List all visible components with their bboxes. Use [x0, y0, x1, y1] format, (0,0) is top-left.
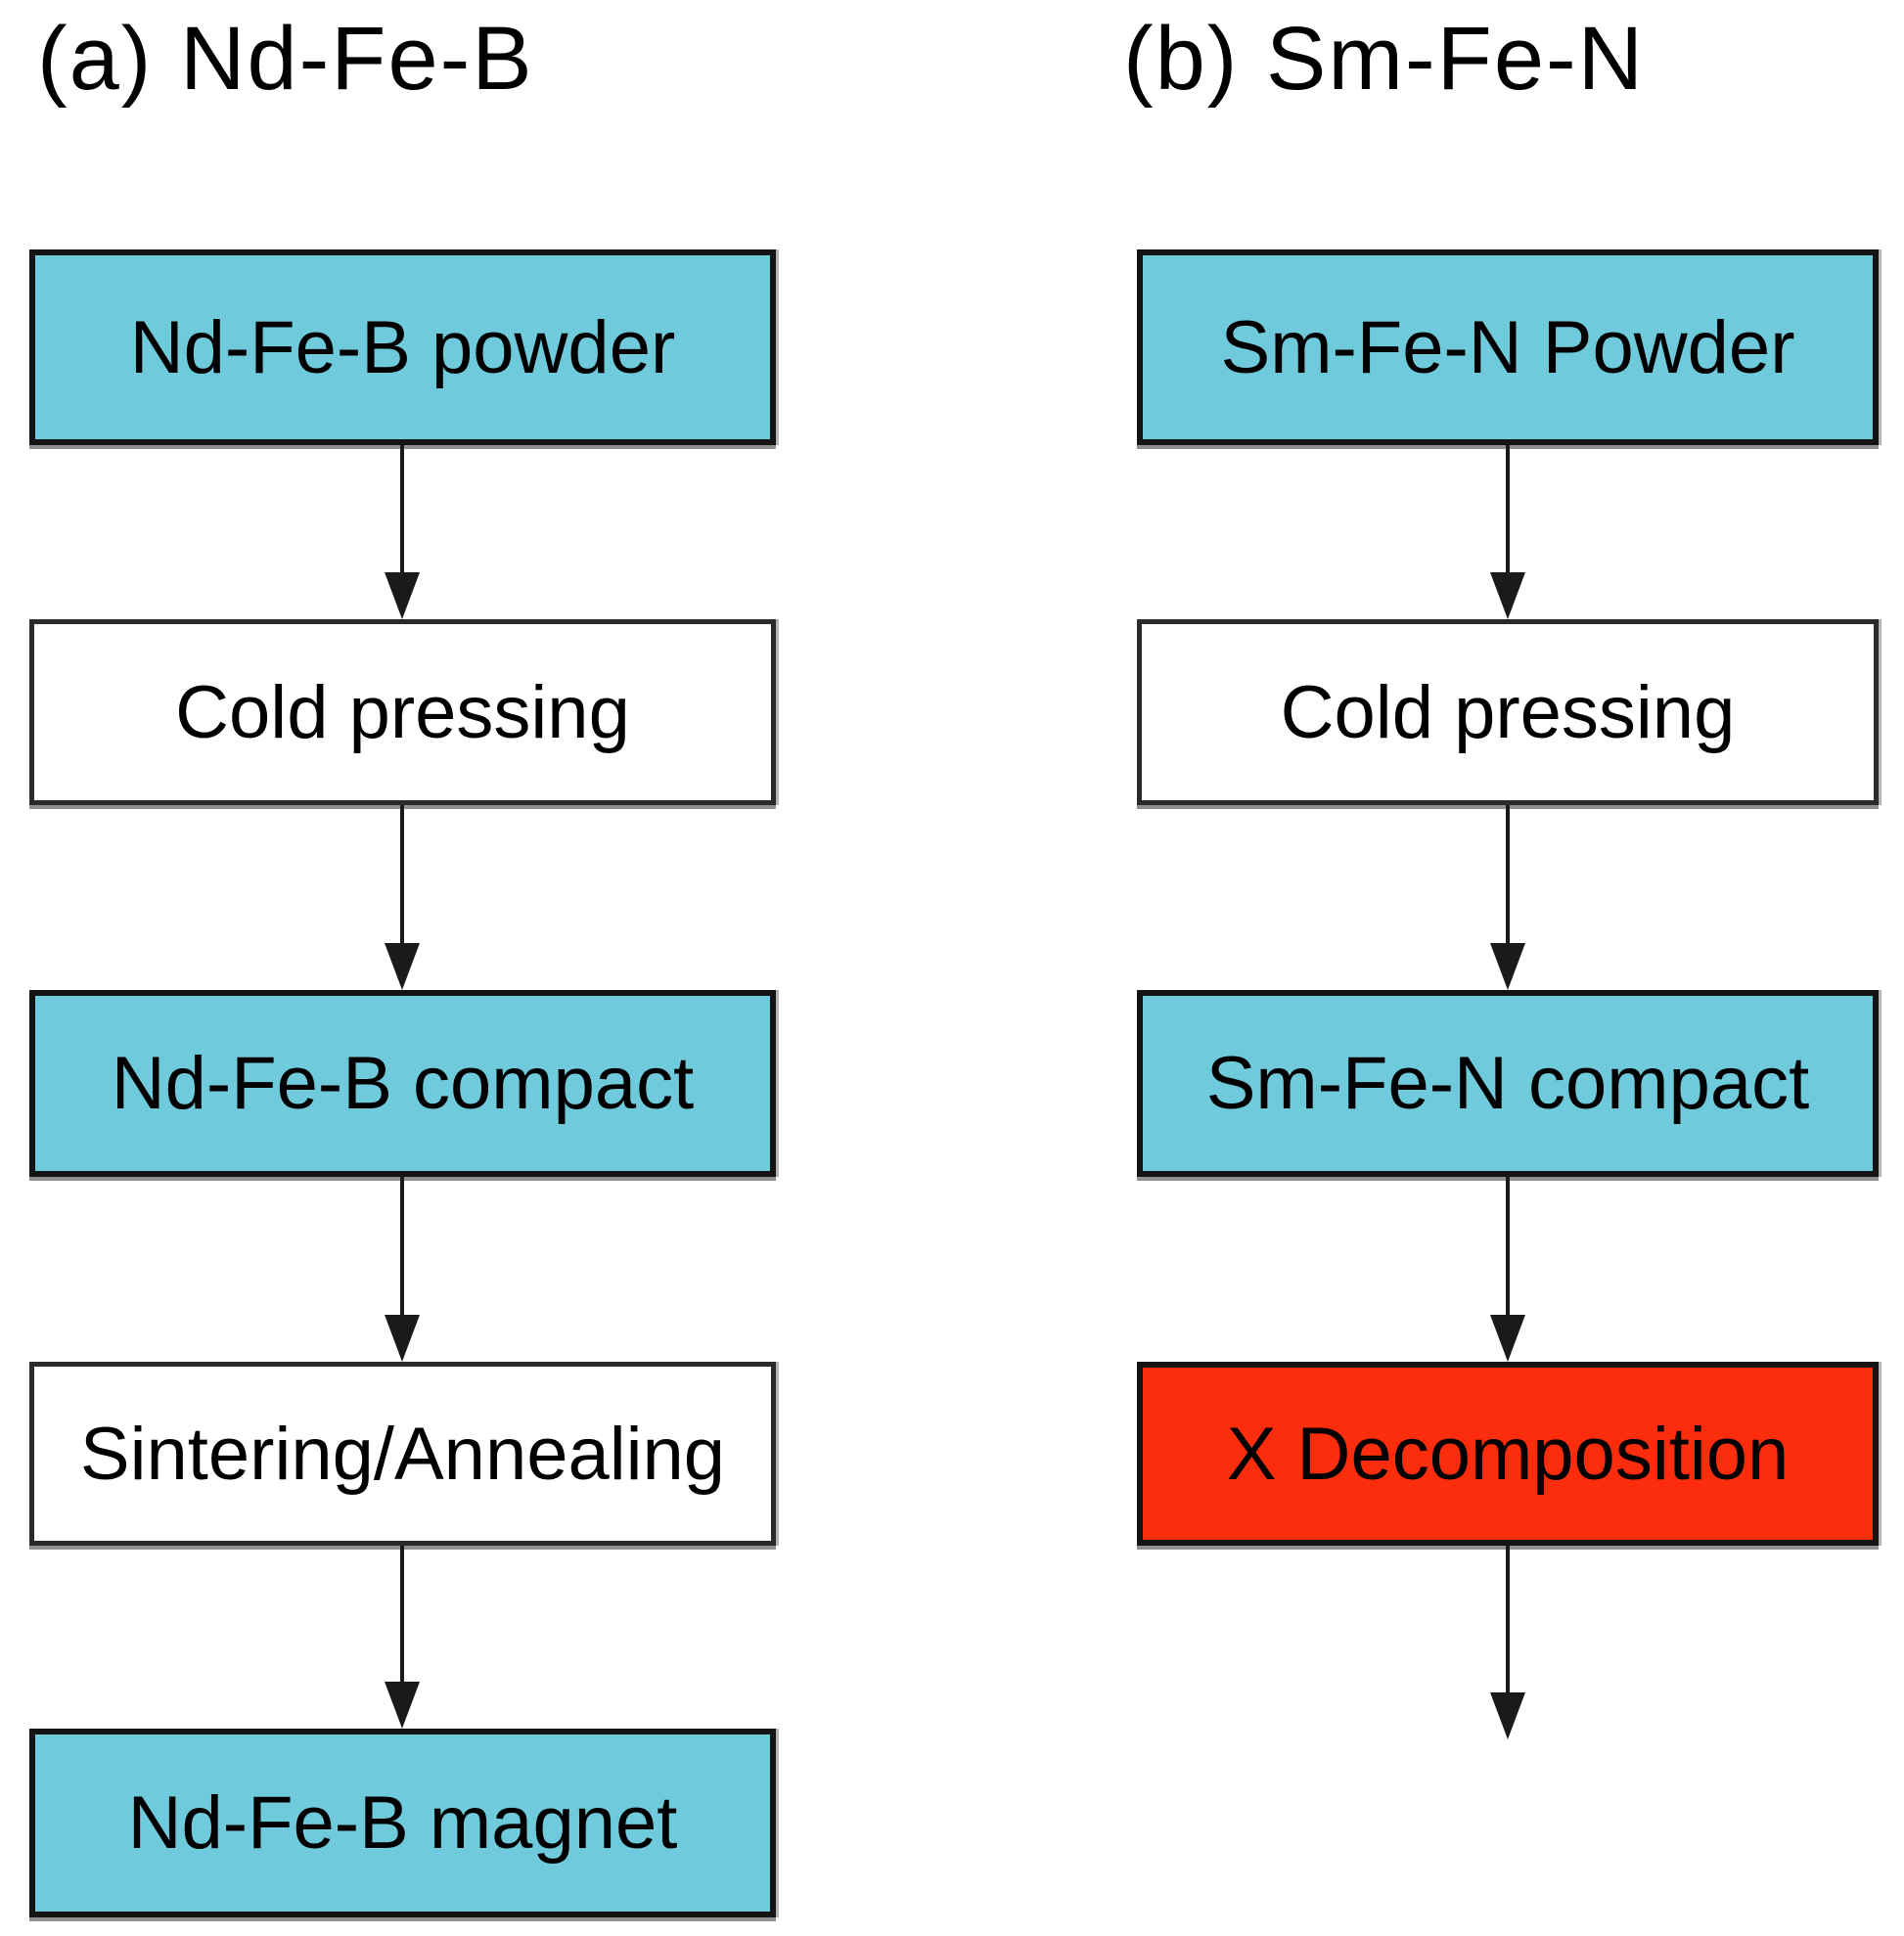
arrow-a-pressing-to-compact — [383, 805, 422, 990]
column-a-title: (a) Nd-Fe-B — [37, 9, 534, 109]
node-b-cold-pressing: Cold pressing — [1137, 619, 1879, 805]
node-smfen-powder: Sm-Fe-N Powder — [1137, 249, 1879, 445]
column-b-title: (b) Sm-Fe-N — [1123, 9, 1646, 109]
node-decomposition: X Decomposition — [1137, 1362, 1879, 1546]
arrow-a-powder-to-pressing — [383, 445, 422, 619]
arrow-b-decomposition-output — [1488, 1546, 1527, 1739]
node-ndfeb-magnet: Nd-Fe-B magnet — [29, 1729, 776, 1917]
arrow-a-sintering-to-magnet — [383, 1546, 422, 1729]
arrow-a-compact-to-sintering — [383, 1177, 422, 1362]
node-a-cold-pressing: Cold pressing — [29, 619, 776, 805]
arrow-b-compact-to-decomposition — [1488, 1177, 1527, 1362]
node-sintering-annealing: Sintering/Annealing — [29, 1362, 776, 1546]
node-smfen-compact: Sm-Fe-N compact — [1137, 990, 1879, 1177]
node-ndfeb-compact: Nd-Fe-B compact — [29, 990, 776, 1177]
arrow-b-powder-to-pressing — [1488, 445, 1527, 619]
arrow-b-pressing-to-compact — [1488, 805, 1527, 990]
node-ndfeb-powder: Nd-Fe-B powder — [29, 249, 776, 445]
